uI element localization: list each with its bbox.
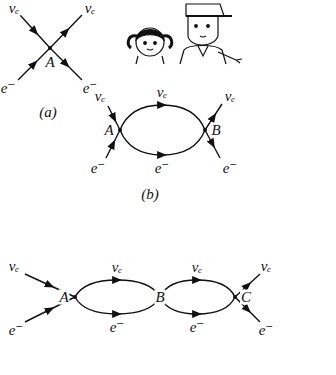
particle-label: e⁻ — [154, 161, 171, 176]
particle-label: A — [103, 123, 114, 138]
particle-label: νₑ — [8, 259, 21, 274]
particle-label: νₑ — [156, 85, 169, 100]
vertex-dot — [233, 295, 237, 299]
figure-tag: (b) — [140, 187, 160, 202]
neutrino-loop — [160, 280, 235, 297]
particle-label: νₑ — [111, 260, 124, 275]
particle-label: e⁻ — [258, 323, 275, 338]
particle-label: A — [44, 55, 55, 70]
neutrino-line — [20, 15, 50, 48]
particle-label: B — [210, 123, 221, 138]
particle-label: B — [154, 290, 165, 305]
neutrino-loop — [75, 280, 160, 297]
electron-loop — [160, 297, 235, 314]
particle-label: νₑ — [84, 1, 97, 16]
particle-label: νₑ — [94, 89, 107, 104]
particle-label: νₑ — [224, 89, 237, 104]
neutrino-line — [50, 15, 82, 48]
particle-label: e⁻ — [109, 320, 126, 335]
particle-label: νₑ — [8, 1, 21, 16]
vertex-dot — [203, 128, 207, 132]
vertex-dot — [118, 128, 122, 132]
particle-label: e⁻ — [189, 320, 206, 335]
particle-label: νₑ — [191, 260, 204, 275]
cartoon-figures — [128, 4, 242, 64]
particle-label: e⁻ — [90, 161, 107, 176]
particle-label: A — [58, 290, 69, 305]
particle-label: e⁻ — [8, 323, 25, 338]
figure-tag: (a) — [38, 105, 58, 120]
vertex-dot — [73, 295, 77, 299]
electron-loop — [75, 297, 160, 314]
particle-label: νₑ — [260, 259, 273, 274]
neutrino-loop — [120, 105, 205, 130]
particle-label: e⁻ — [0, 81, 16, 96]
particle-label: e⁻ — [222, 161, 239, 176]
electron-loop — [120, 130, 205, 155]
vertex-dot — [48, 46, 52, 50]
particle-label: C — [240, 290, 252, 305]
